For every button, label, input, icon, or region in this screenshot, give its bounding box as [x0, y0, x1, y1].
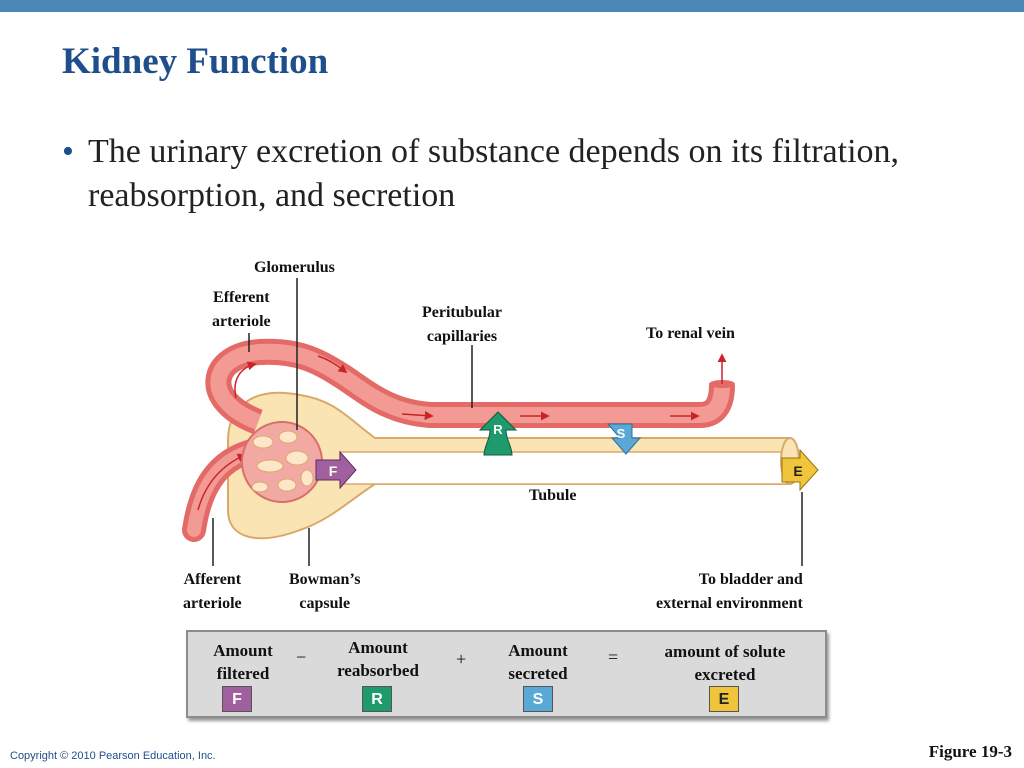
label-afferent-line2: arteriole — [183, 595, 242, 612]
eq-amount-filtered: Amount filtered — [208, 639, 278, 685]
filtration-arrow: F — [315, 450, 357, 490]
label-efferent-line2: arteriole — [212, 313, 271, 330]
slide-title: Kidney Function — [62, 41, 329, 82]
reabsorption-arrow: R — [478, 411, 518, 456]
eq-reabsorbed-line1: Amount — [348, 638, 408, 657]
secretion-arrow: S — [606, 423, 642, 455]
eq-excreted-line1: amount of solute — [664, 642, 786, 661]
label-bowman-line2: capsule — [299, 595, 351, 612]
label-tubule: Tubule — [529, 487, 577, 504]
eq-filtered-line1: Amount — [213, 641, 273, 660]
label-peritubular-capillaries: Peritubular capillaries — [422, 301, 502, 349]
label-efferent-arteriole: Efferent arteriole — [212, 286, 271, 334]
label-bladder-line2: external environment — [656, 595, 803, 612]
label-bladder: To bladder and external environment — [656, 568, 803, 616]
label-peritubular-line2: capillaries — [426, 328, 498, 345]
badge-filtration: F — [222, 686, 252, 712]
label-bowmans-capsule: Bowman’s capsule — [289, 568, 360, 616]
badge-excretion: E — [709, 686, 739, 712]
label-efferent-line1: Efferent — [213, 289, 270, 306]
excretion-arrow: E — [781, 448, 819, 492]
glomerulus — [241, 421, 323, 503]
figure-number: Figure 19-3 — [928, 742, 1012, 761]
bullet-text: The urinary excretion of substance depen… — [88, 133, 900, 214]
eq-excreted-line2: excreted — [694, 665, 756, 684]
eq-filtered-line2: filtered — [216, 664, 270, 683]
label-peritubular-line1: Peritubular — [422, 304, 502, 321]
secretion-arrow-label: S — [617, 426, 626, 441]
label-glomerulus: Glomerulus — [254, 259, 335, 276]
badge-reabsorption: R — [362, 686, 392, 712]
bullet-dot: • — [62, 133, 74, 170]
top-accent-bar — [0, 0, 1024, 12]
eq-minus-operator: − — [296, 647, 307, 667]
eq-secreted-line1: Amount — [508, 641, 568, 660]
leader-lines — [212, 278, 803, 566]
eq-secreted-line2: secreted — [508, 664, 568, 683]
eq-amount-excreted: amount of solute excreted — [650, 640, 800, 686]
bowmans-capsule-tubule — [227, 391, 800, 540]
copyright-notice: Copyright © 2010 Pearson Education, Inc. — [10, 750, 216, 762]
eq-plus-operator: + — [456, 649, 467, 669]
eq-reabsorbed-line2: reabsorbed — [337, 661, 419, 680]
excretion-equation-box: Amount filtered − Amount reabsorbed + Am… — [186, 630, 827, 718]
reabsorption-arrow-label: R — [493, 422, 503, 437]
eq-equals-operator: = — [608, 647, 619, 667]
excretion-arrow-label: E — [793, 463, 802, 479]
label-renal-vein: To renal vein — [646, 325, 735, 342]
eq-amount-reabsorbed: Amount reabsorbed — [328, 636, 428, 682]
eq-amount-secreted: Amount secreted — [498, 639, 578, 685]
label-afferent-line1: Afferent — [183, 571, 242, 588]
label-bowman-line1: Bowman’s — [289, 571, 361, 588]
badge-secretion: S — [523, 686, 553, 712]
filtration-arrow-label: F — [329, 463, 338, 479]
label-bladder-line1: To bladder and — [698, 571, 803, 588]
label-afferent-arteriole: Afferent arteriole — [183, 568, 242, 616]
